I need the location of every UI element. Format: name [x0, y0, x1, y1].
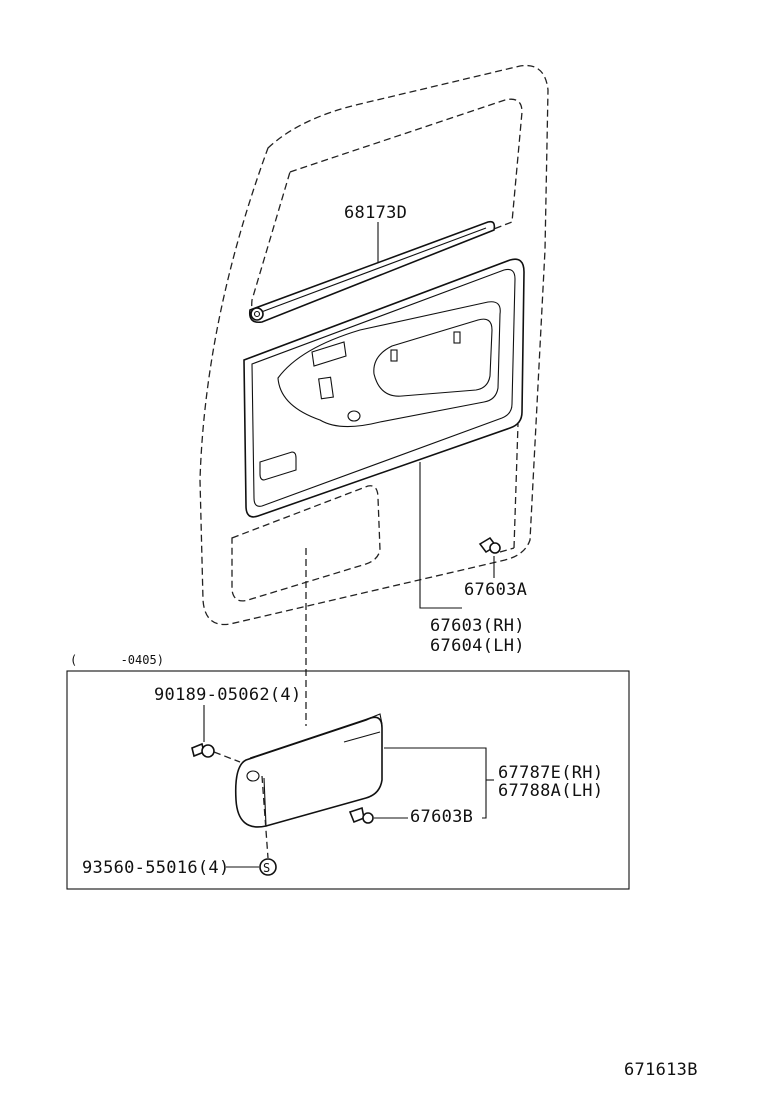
label-panel-rh: 67603(RH) [430, 616, 525, 636]
nut-symbol: S [263, 861, 270, 875]
label-clip-upper: 67603A [464, 580, 527, 600]
leader-lines-top [305, 222, 495, 726]
label-screw: 90189-05062(4) [154, 685, 302, 705]
inset-box [66, 670, 630, 890]
label-glass-run: 68173D [344, 203, 407, 223]
clip-67603b [348, 806, 408, 824]
drawing-number: 671613B [624, 1060, 698, 1080]
label-date-range: ( -0405) [70, 653, 164, 667]
glass-run-strip [248, 220, 496, 324]
label-panel-lh: 67604(LH) [430, 636, 525, 656]
label-nut: 93560-55016(4) [82, 858, 230, 878]
nut-93560: S [226, 858, 277, 876]
leader-lines-pocket [384, 747, 494, 819]
door-trim-panel [243, 258, 525, 518]
label-clip-lower: 67603B [410, 807, 473, 827]
door-outline [199, 64, 549, 626]
clip-67603a [478, 423, 519, 554]
door-pocket [234, 713, 383, 859]
label-pocket-lh: 67788A(LH) [498, 781, 603, 801]
screw-90189 [191, 705, 241, 763]
label-pocket-rh: 67787E(RH) [498, 763, 603, 783]
